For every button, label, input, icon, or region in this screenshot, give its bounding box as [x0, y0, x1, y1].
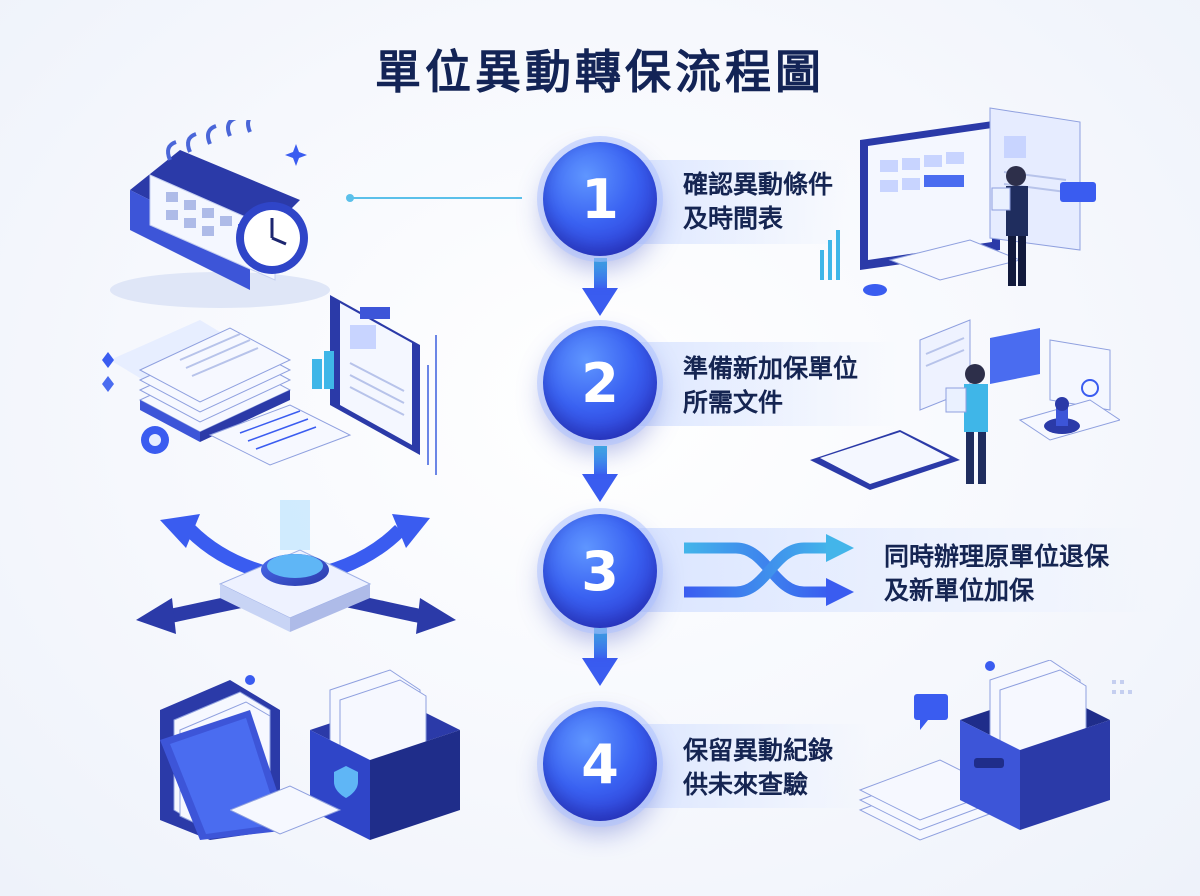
page-title: 單位異動轉保流程圖	[375, 45, 825, 99]
secure-file-box-icon	[230, 669, 460, 840]
step-3-panel	[600, 528, 1160, 612]
analyst-dashboard-icon	[820, 107, 1096, 296]
flow-arrow-1-2	[582, 258, 618, 316]
step-4-circle: 4	[543, 707, 657, 821]
step-1-label-line-2: 及時間表	[683, 204, 784, 233]
step-1-number: 1	[581, 167, 619, 231]
branching-arrows-hub-icon	[136, 500, 456, 634]
step-2-circle: 2	[543, 326, 657, 440]
step-1-label-line-1: 確認異動條件	[683, 170, 834, 199]
step-1-circle: 1	[543, 142, 657, 256]
shuffle-arrows-icon	[684, 534, 854, 606]
step-4-label-line-1: 保留異動紀錄	[683, 736, 834, 765]
step-2-label: 準備新加保單位 所需文件	[683, 352, 858, 420]
step-3-label: 同時辦理原單位退保 及新單位加保	[884, 540, 1109, 608]
archive-box-icon	[858, 660, 1132, 841]
step-3-number: 3	[581, 539, 619, 603]
flow-arrow-2-3	[582, 446, 618, 502]
step-4-label-line-2: 供未來查驗	[683, 770, 809, 799]
flow-arrows	[582, 258, 618, 686]
step-4-label: 保留異動紀錄 供未來查驗	[683, 734, 833, 802]
step-3-circle: 3	[543, 514, 657, 628]
step-3-label-line-1: 同時辦理原單位退保	[884, 542, 1110, 571]
employee-reviewing-documents-icon	[810, 319, 1120, 490]
connector-line	[346, 194, 522, 202]
step-2-label-line-2: 所需文件	[683, 388, 784, 417]
step-3-label-line-2: 及新單位加保	[884, 576, 1035, 605]
step-2-number: 2	[581, 351, 619, 415]
step-4-number: 4	[581, 732, 619, 796]
clipboard-icon	[208, 295, 437, 475]
document-stack-icon	[102, 320, 292, 454]
flow-arrow-3-4	[582, 628, 618, 686]
step-1-label: 確認異動條件 及時間表	[683, 168, 833, 236]
step-2-label-line-1: 準備新加保單位	[683, 354, 859, 383]
calendar-clock-icon	[110, 120, 330, 308]
